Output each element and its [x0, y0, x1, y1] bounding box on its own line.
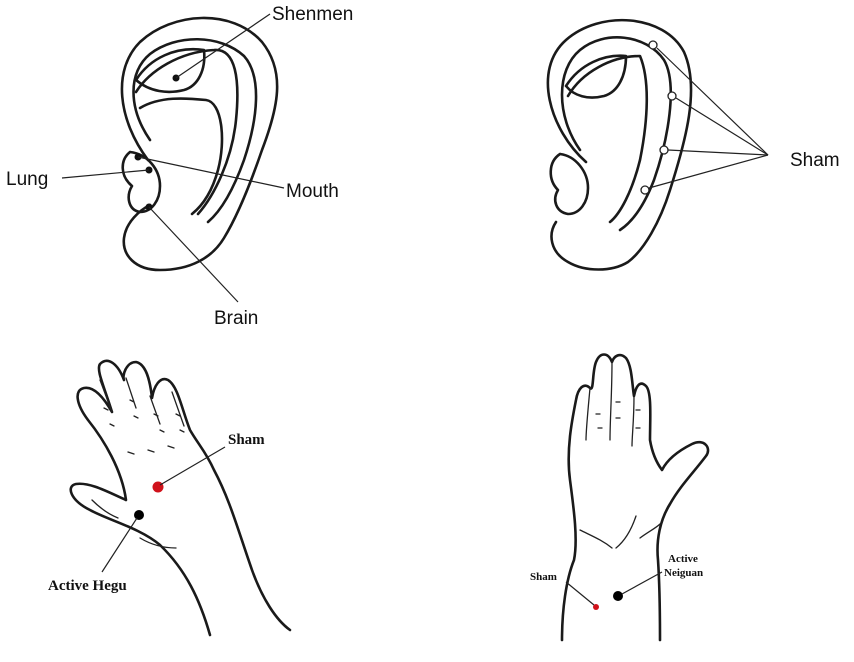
hand-left-leader-hegu	[101, 517, 138, 573]
hand-right-leader-sham	[565, 581, 595, 606]
hand-left-point-sham	[152, 481, 164, 493]
ear-right: Sham	[546, 18, 840, 271]
ear-right-leader-3	[667, 149, 769, 156]
hand-right: Sham Active Neiguan	[530, 353, 710, 642]
ear-left-leader-lung	[61, 169, 150, 179]
ear-right-point-sham-3	[659, 145, 669, 155]
ear-left-leader-shenmen	[175, 13, 271, 79]
hand-right-palm-lines	[579, 515, 661, 549]
hand-left-leader-sham	[159, 446, 226, 486]
ear-right-helix-rim	[560, 36, 673, 232]
ear-left-leader-mouth	[137, 156, 285, 189]
hand-right-point-active-neiguan	[613, 591, 623, 601]
ear-left-label-mouth: Mouth	[286, 181, 339, 202]
ear-left-antihelix-inner	[138, 97, 224, 216]
hand-left-label-sham: Sham	[228, 432, 265, 448]
hand-right-label-active: Active	[668, 553, 698, 565]
hand-left-wrist-lines	[91, 499, 177, 549]
hand-left-label-active-hegu: Active Hegu	[48, 578, 127, 594]
hand-left-point-active-hegu	[134, 510, 144, 520]
ear-left-label-brain: Brain	[214, 308, 258, 329]
ear-right-outline	[546, 18, 693, 271]
ear-right-tragus	[549, 152, 590, 216]
ear-right-leader-4	[648, 154, 769, 189]
ear-right-fossa	[564, 54, 628, 99]
hand-right-finger-lines	[585, 361, 641, 447]
hand-left: Sham Active Hegu	[48, 359, 292, 637]
hand-right-label-neiguan: Neiguan	[664, 567, 703, 579]
ear-right-label-sham: Sham	[790, 150, 840, 171]
hand-right-leader-active	[621, 571, 663, 595]
ear-left-tragus	[121, 150, 162, 214]
ear-left-leader-brain	[148, 206, 239, 303]
ear-left: Shenmen Lung Mouth Brain	[6, 4, 353, 329]
ear-right-point-sham-2	[667, 91, 677, 101]
hand-right-outline	[560, 353, 710, 642]
ear-left-label-lung: Lung	[6, 169, 48, 190]
ear-left-helix-rim	[132, 38, 258, 224]
hand-left-outline	[69, 359, 292, 637]
hand-right-label-sham: Sham	[530, 571, 557, 583]
ear-left-label-shenmen: Shenmen	[272, 4, 353, 25]
ear-left-fossa	[134, 47, 206, 94]
ear-left-antihelix	[134, 48, 239, 216]
ear-right-antihelix	[566, 54, 649, 224]
ear-right-leader-1	[656, 47, 769, 156]
hand-left-finger-lines	[99, 377, 185, 455]
ear-left-outline	[120, 16, 279, 272]
ear-right-point-sham-4	[640, 185, 650, 195]
ear-right-leader-2	[675, 97, 769, 156]
hand-right-point-sham	[593, 604, 599, 610]
ear-right-point-sham-1	[648, 40, 658, 50]
